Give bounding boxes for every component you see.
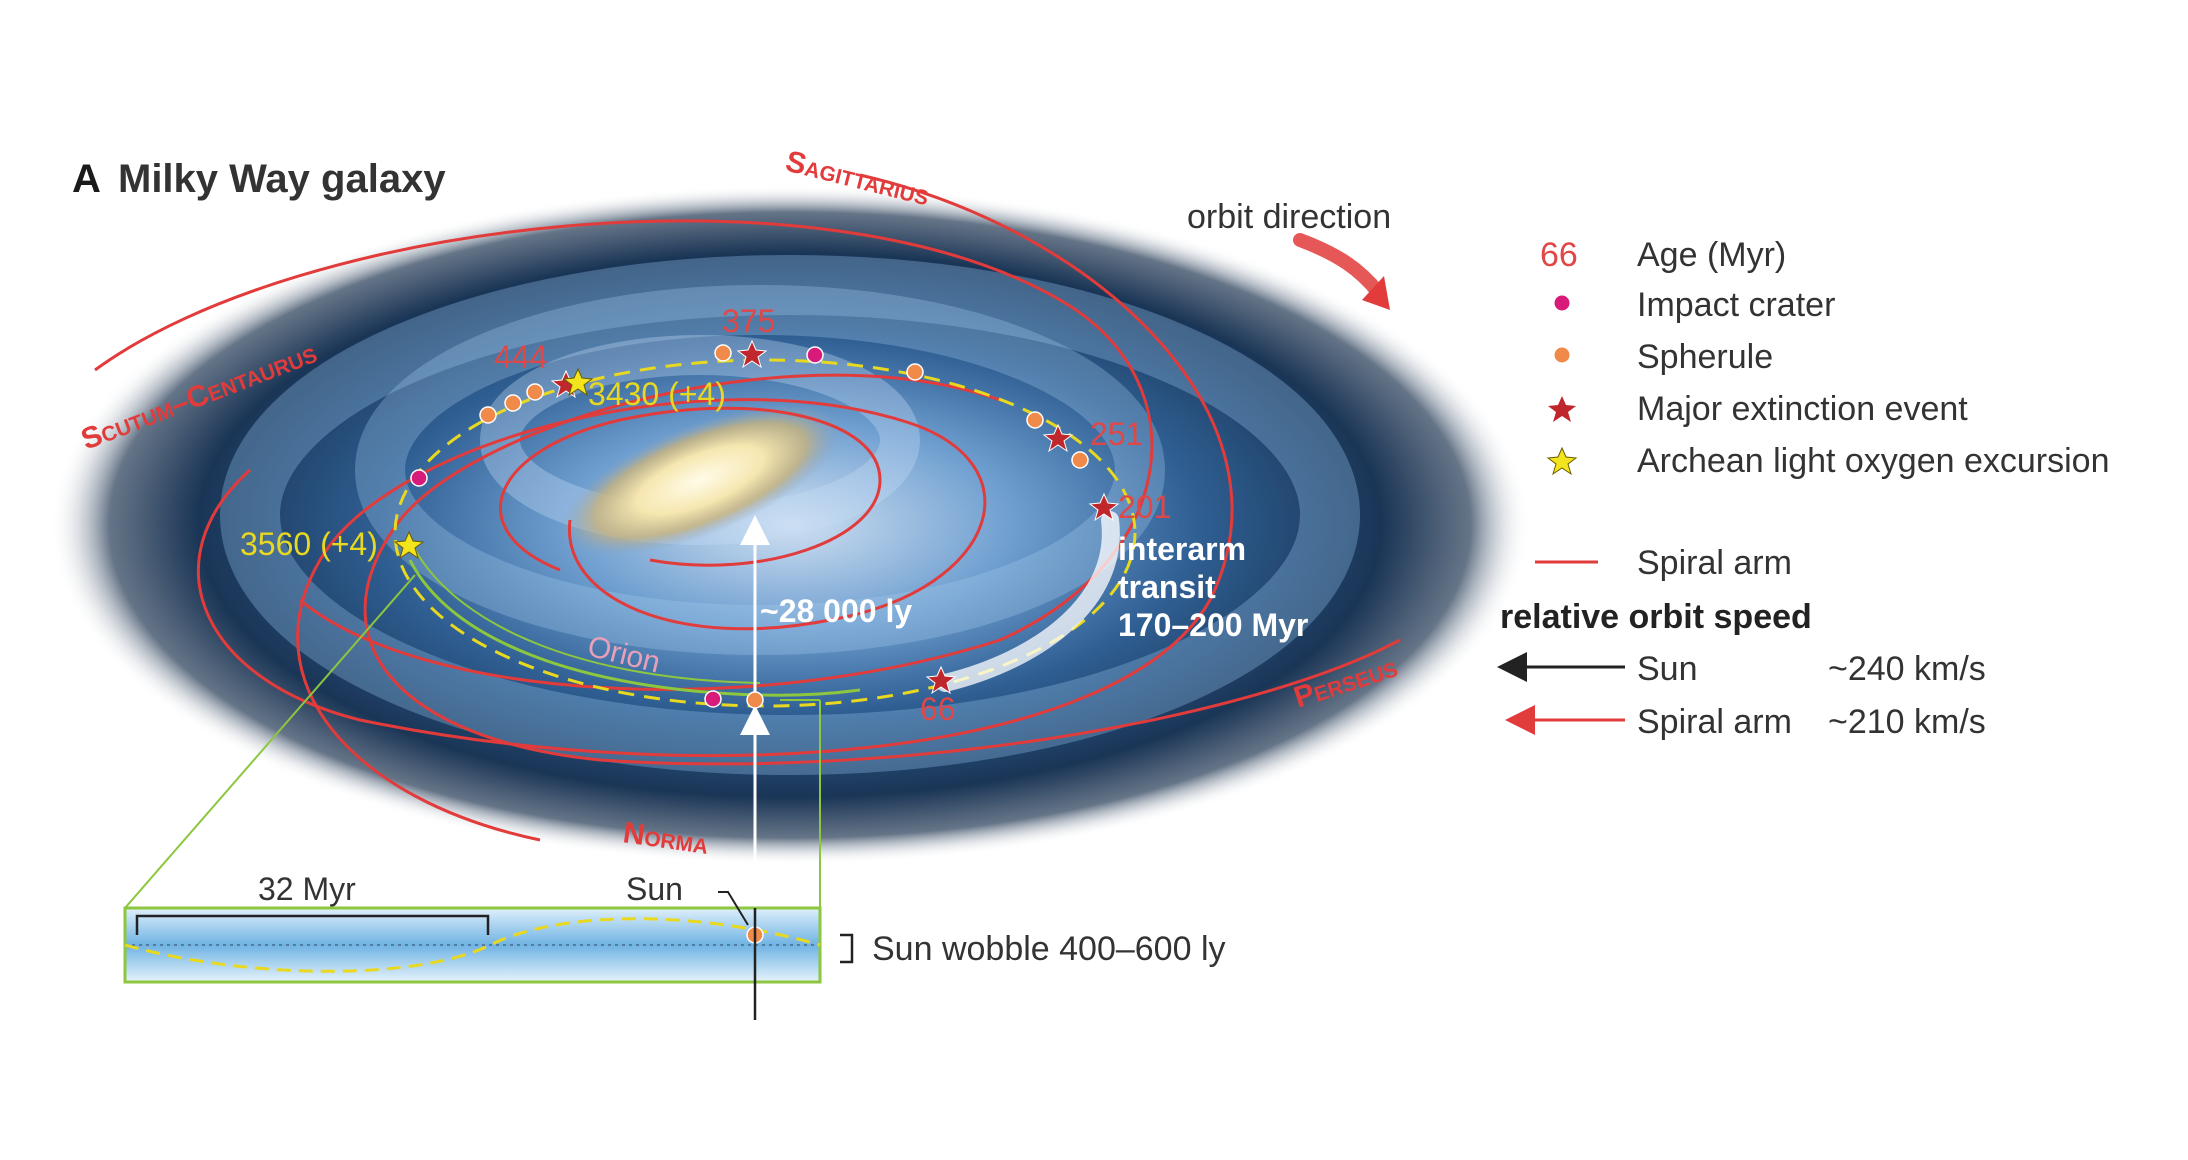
legend-speed-title: relative orbit speed [1500,598,1812,636]
legend-spherule-icon [1553,346,1571,364]
inset-sun-label: Sun [626,871,683,907]
spherule [504,394,522,412]
extinction-star [925,665,957,695]
archean-star [562,367,594,397]
sun-wobble-path [124,917,821,973]
impact-crater [806,346,824,364]
age-444: 444 [494,339,547,375]
arm-norma [296,398,987,842]
interarm-label-1: interarm [1118,531,1246,567]
archean-star [393,530,425,560]
legend-spherule-label: Spherule [1637,338,1773,376]
sun-orbit [393,358,1137,708]
arm-inner [499,406,882,572]
spherule [906,363,924,381]
legend-impact-icon [1553,294,1571,312]
orbit-direction-arrow [1293,233,1385,299]
spherule [1071,451,1089,469]
archean-markers [393,367,594,560]
spherule [479,406,497,424]
legend-arm-speed: ~210 km/s [1828,703,1986,741]
interarm-transit-band [936,511,1120,692]
legend-sun-label: Sun [1637,650,1698,688]
legend-extinction-label: Major extinction event [1637,390,1968,428]
orbit-direction-label: orbit direction [1187,198,1391,236]
wobble-bracket [840,933,854,964]
panel-letter: A [72,157,101,201]
legend-extinction-icon [1548,396,1576,422]
interarm-label-2: transit [1118,569,1216,605]
spherule [746,691,764,709]
period-bracket [135,914,490,935]
legend-arm-label: Spiral arm [1637,703,1792,741]
age-3430: 3430 (+4) [588,376,726,412]
inset-frame [123,906,822,984]
impact-crater [704,690,722,708]
spherule [526,383,544,401]
legend-sun-speed: ~240 km/s [1828,650,1986,688]
age-251: 251 [1090,416,1143,452]
sun-pointer [718,891,749,926]
distance-label: ~28 000 ly [760,593,912,629]
spherule-markers [479,344,1089,709]
arm-perseus [363,373,1401,766]
legend-age-sample: 66 [1540,236,1578,274]
extinction-star [1042,423,1074,453]
legend-symbols [1497,294,1625,735]
interarm-label-3: 170–200 Myr [1118,607,1308,643]
figure-title: Milky Way galaxy [118,157,446,201]
legend-archean-label: Archean light oxygen excursion [1637,442,2110,480]
age-375: 375 [722,303,775,339]
extinction-star [1088,492,1120,522]
galaxy-disk [50,185,1530,865]
arm-sagittarius [197,173,1234,758]
age-201: 201 [1118,489,1171,525]
extinction-star [736,339,768,369]
spherule [1026,411,1044,429]
impact-crater [410,469,428,487]
galactic-core [559,404,841,556]
inset-wobble-label: Sun wobble 400–600 ly [872,930,1226,968]
legend-impact-label: Impact crater [1637,286,1835,324]
legend-spiral-arm-label: Spiral arm [1637,544,1792,582]
age-66: 66 [920,691,956,727]
spherule [714,344,732,362]
sun-wobble-inset [123,574,854,1020]
inset-period-label: 32 Myr [258,871,356,907]
legend-age-label: Age (Myr) [1637,236,1786,274]
age-3560: 3560 (+4) [240,526,378,562]
impact-crater-markers [410,346,824,708]
legend-archean-icon [1546,446,1578,476]
arm-orion [408,559,861,697]
